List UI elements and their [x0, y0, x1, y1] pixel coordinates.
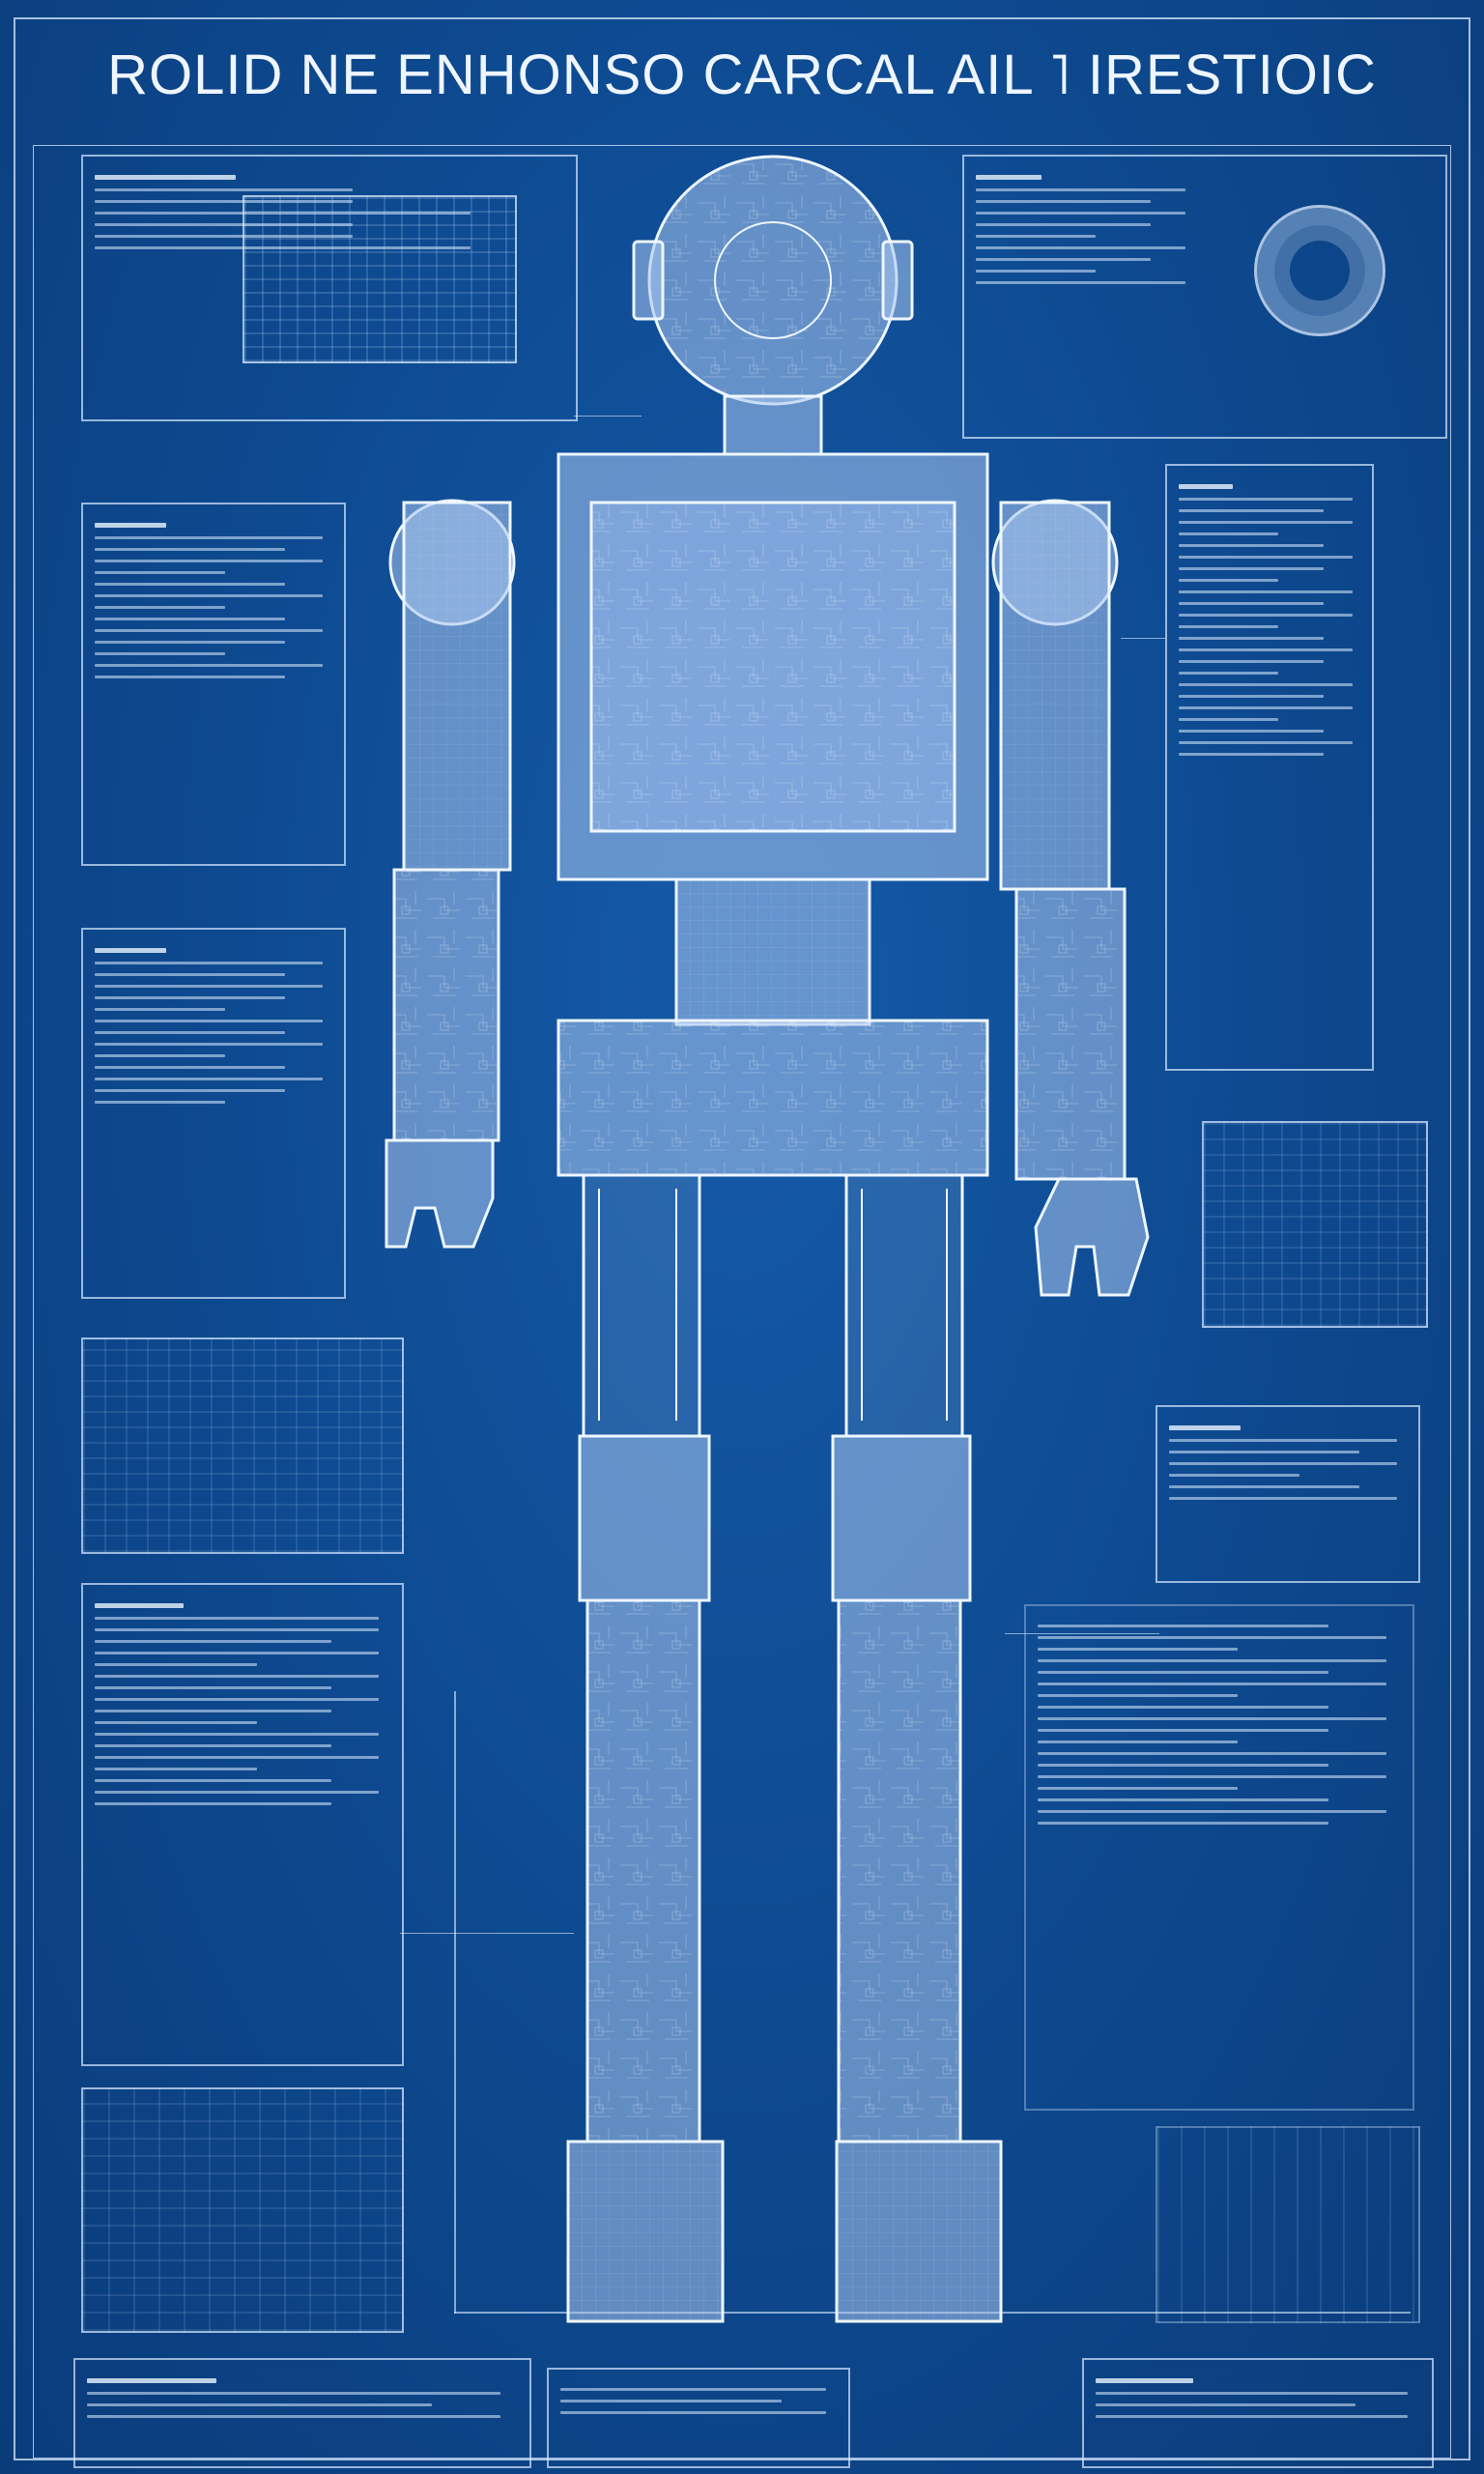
outer-border [14, 17, 1470, 2460]
robot-thigh-right [844, 1173, 964, 1438]
robot-knee-left [578, 1434, 711, 1602]
gear-diagram [1254, 205, 1385, 336]
leader-line-1 [400, 1933, 574, 1934]
spec-panel-bottom-1 [73, 2358, 531, 2468]
leader-line-4 [574, 416, 642, 417]
spec-panel-right-4 [1156, 1405, 1420, 1583]
robot-thigh-left [582, 1173, 701, 1438]
robot-ear-right [881, 240, 914, 321]
robot-hand-left [385, 1138, 495, 1249]
robot-ear-left [632, 240, 665, 321]
spec-panel-top-right [962, 155, 1447, 439]
inner-border [33, 145, 1451, 2459]
robot-body [385, 155, 1150, 2323]
schematic-panel-right-3 [1202, 1121, 1428, 1328]
leader-line-3 [1121, 638, 1165, 639]
robot-hand-right [1034, 1177, 1150, 1297]
robot-knee-right [831, 1434, 972, 1602]
spec-panel-left-5 [81, 1583, 404, 2066]
spec-panel-left-2 [81, 503, 346, 866]
spec-panel-top-left [81, 155, 578, 421]
spec-panel-right-2 [1165, 464, 1374, 1071]
spec-panel-left-3 [81, 928, 346, 1299]
schematic-panel-left-4 [81, 1338, 404, 1554]
schematic-panel-right-6 [1156, 2126, 1420, 2323]
spec-panel-bottom-2 [547, 2368, 850, 2468]
poster-title: ROLID NE ENHONSO CARCAL AIL ˥ IRESTIOIC [107, 43, 1377, 106]
spec-panel-right-5 [1024, 1604, 1414, 2111]
robot-neck [723, 394, 823, 456]
schematic-inset [243, 195, 517, 363]
schematic-panel-left-6 [81, 2087, 404, 2333]
dimension-line-left [454, 1691, 456, 2314]
spec-panel-bottom-3 [1082, 2358, 1434, 2468]
leader-line-2 [1005, 1633, 1159, 1634]
